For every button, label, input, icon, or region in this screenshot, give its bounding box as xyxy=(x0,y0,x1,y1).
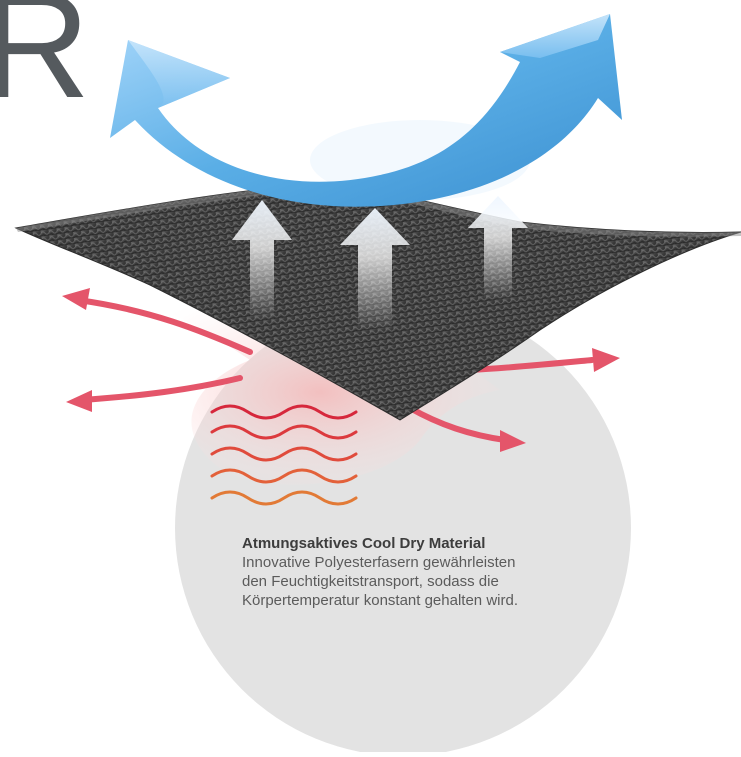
heat-wave-icon xyxy=(210,404,358,506)
heat-arrowheads xyxy=(62,288,620,452)
caption-title: Atmungsaktives Cool Dry Material xyxy=(242,535,486,552)
caption-line: den Feuchtigkeitstransport, sodass die xyxy=(242,573,499,590)
vapor-arrow-icon xyxy=(232,196,528,330)
heading-letter: R xyxy=(0,0,90,129)
airflow-arrow-icon xyxy=(110,14,622,207)
caption-block: Atmungsaktives Cool Dry Material Innovat… xyxy=(242,534,602,610)
heat-arrow-icon xyxy=(75,297,595,443)
caption-line: Körpertemperatur konstant gehalten wird. xyxy=(242,592,518,609)
caption-line: Innovative Polyesterfasern gewährleisten xyxy=(242,554,516,571)
